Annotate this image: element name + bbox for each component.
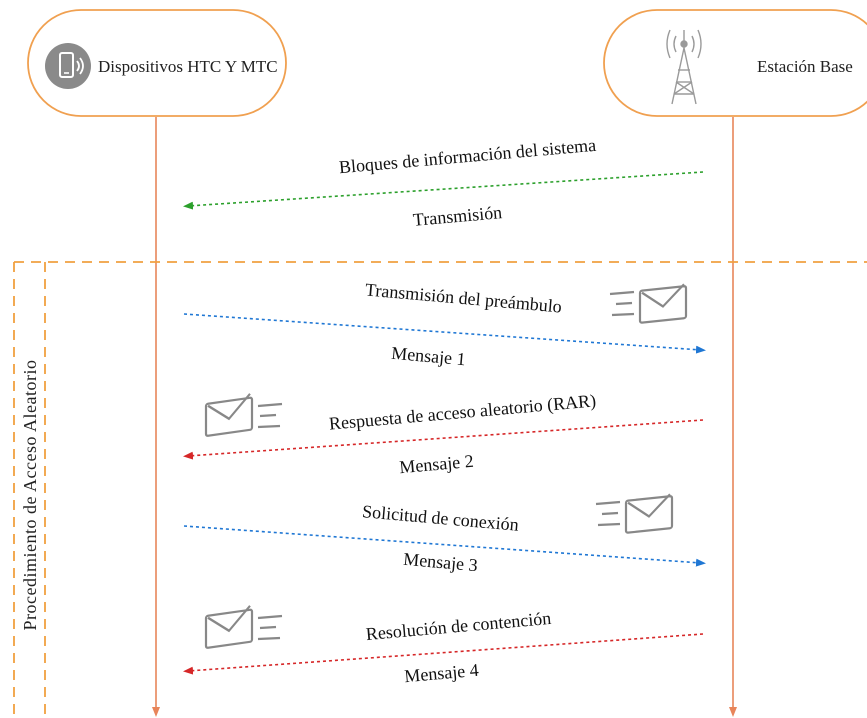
procedure-frame: Procedimiento de Acceso Aleatorio <box>13 261 867 718</box>
broadcast-message: Bloques de información del sistema Trans… <box>183 135 704 230</box>
cell-tower-icon <box>666 29 702 105</box>
participant-right: Estación Base <box>603 9 867 117</box>
message-3: Solicitud de conexión Mensaje 3 <box>183 493 706 575</box>
message-4-top-label: Resolución de contención <box>365 608 552 644</box>
envelope-icon <box>204 604 284 650</box>
procedure-label: Procedimiento de Acceso Aleatorio <box>20 360 40 631</box>
envelope-icon <box>608 283 688 324</box>
participant-left-label: Dispositivos HTC Y MTC <box>98 57 278 76</box>
envelope-icon <box>204 392 284 438</box>
message-3-arrow <box>183 525 706 567</box>
message-3-top-label: Solicitud de conexión <box>361 501 519 535</box>
participant-right-label: Estación Base <box>757 57 853 76</box>
broadcast-arrow <box>183 171 704 210</box>
smartphone-icon <box>45 43 91 89</box>
message-1-arrow <box>183 313 706 354</box>
message-1: Transmisión del preámbulo Mensaje 1 <box>183 279 706 369</box>
message-1-top-label: Transmisión del preámbulo <box>364 279 562 316</box>
message-2-bottom-label: Mensaje 2 <box>399 451 475 477</box>
message-4-bottom-label: Mensaje 4 <box>404 660 480 686</box>
message-4: Resolución de contención Mensaje 4 <box>183 604 704 686</box>
envelope-icon <box>594 493 674 534</box>
message-3-bottom-label: Mensaje 3 <box>403 549 479 575</box>
message-4-arrow <box>183 633 704 675</box>
message-2: Respuesta de acceso aleatorio (RAR) Mens… <box>183 390 704 477</box>
message-1-bottom-label: Mensaje 1 <box>391 343 467 369</box>
message-2-arrow <box>183 419 704 460</box>
broadcast-top-label: Bloques de información del sistema <box>338 135 597 177</box>
broadcast-bottom-label: Transmisión <box>412 202 503 230</box>
message-2-top-label: Respuesta de acceso aleatorio (RAR) <box>328 390 597 434</box>
participant-left: Dispositivos HTC Y MTC <box>27 9 287 117</box>
